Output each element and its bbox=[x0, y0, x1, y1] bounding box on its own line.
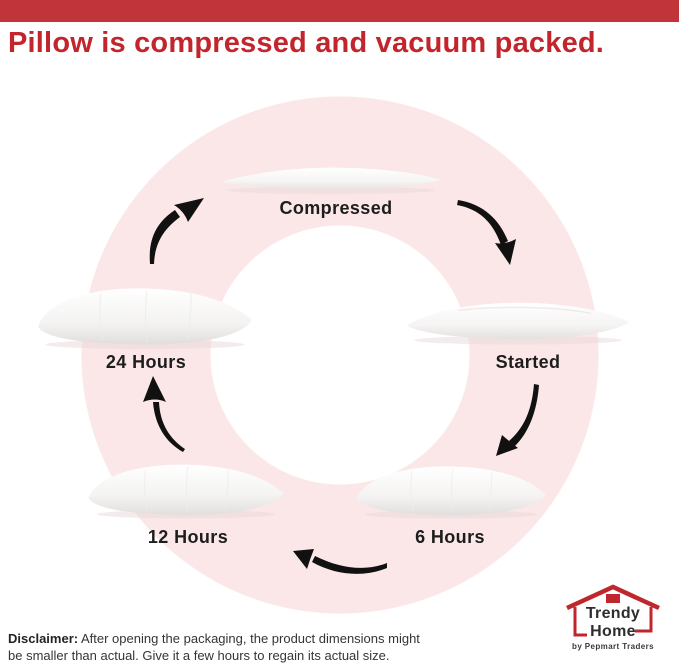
stage-label-12-hours: 12 Hours bbox=[147, 527, 229, 547]
pillow-crease bbox=[410, 471, 414, 511]
header-bar bbox=[0, 0, 679, 22]
logo-line-2: Home bbox=[590, 623, 636, 640]
arrow-6-hours-to-12-hours-icon bbox=[293, 549, 387, 574]
pillow-shadow bbox=[227, 186, 435, 195]
stage-label-compressed: Compressed bbox=[279, 198, 393, 218]
pillow-12-hours-image bbox=[88, 464, 284, 519]
pillow-started-image bbox=[406, 302, 630, 345]
disclaimer-line-2: be smaller than actual. Give it a few ho… bbox=[8, 648, 390, 663]
stage-label-started: Started bbox=[495, 352, 561, 372]
pillow-crease bbox=[488, 472, 493, 509]
pillow-6-hours-image bbox=[356, 466, 546, 519]
disclaimer-line-1: Disclaimer: After opening the packaging,… bbox=[8, 630, 478, 647]
pillow-crease bbox=[144, 291, 148, 342]
pillow-crease bbox=[458, 306, 592, 314]
pillow-crease bbox=[143, 469, 148, 511]
pillow-shadow bbox=[414, 335, 622, 345]
pillow-crease bbox=[224, 470, 229, 509]
pillow-compressed-image bbox=[221, 167, 441, 195]
arrow-24-hours-to-compressed-icon bbox=[149, 198, 204, 264]
pillow-body bbox=[221, 167, 441, 190]
pillow-crease bbox=[186, 293, 192, 339]
arrow-12-hours-to-24-hours-icon bbox=[143, 376, 185, 452]
arrow-started-to-6-hours-icon bbox=[496, 384, 539, 456]
house-outline-icon bbox=[566, 584, 660, 637]
disclaimer-text: Disclaimer: After opening the packaging,… bbox=[8, 630, 478, 664]
pillow-crease bbox=[98, 293, 104, 341]
arrow-compressed-to-started-icon bbox=[457, 200, 516, 265]
stage-label-24-hours: 24 Hours bbox=[105, 352, 187, 372]
pillow-body bbox=[406, 302, 630, 340]
brand-logo: Trendy Home by Pepmart Traders bbox=[550, 577, 676, 659]
disclaimer-prefix: Disclaimer: bbox=[8, 631, 79, 646]
logo-tagline: by Pepmart Traders bbox=[572, 642, 654, 651]
logo-line-1: Trendy bbox=[585, 605, 641, 622]
pillow-24-hours-image bbox=[38, 288, 252, 350]
page-title: Pillow is compressed and vacuum packed. bbox=[8, 27, 605, 59]
pillow-crease bbox=[185, 467, 189, 513]
pillow-crease bbox=[450, 468, 454, 513]
disclaimer-line-1-text: After opening the packaging, the product… bbox=[78, 631, 420, 646]
stage-label-6-hours: 6 Hours bbox=[415, 527, 485, 547]
